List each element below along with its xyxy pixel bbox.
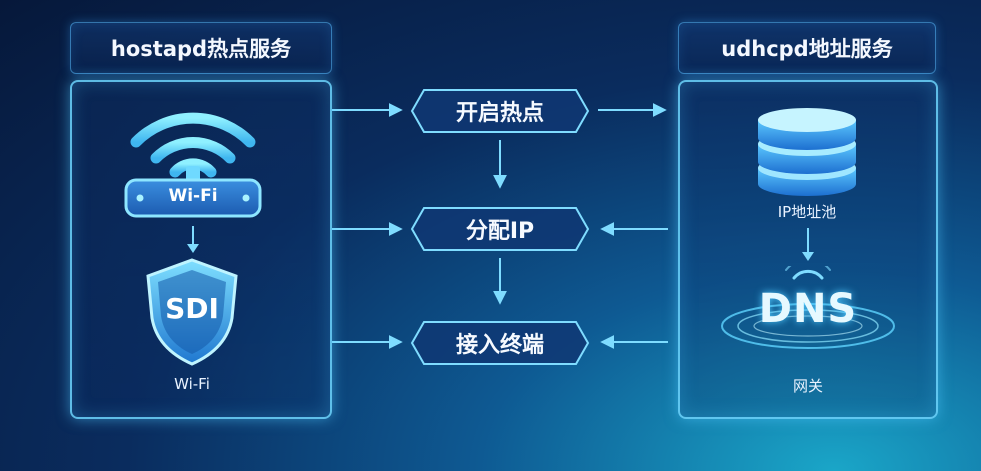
shield-label: SDI (165, 292, 219, 325)
dns-icon (721, 266, 895, 349)
step-frame (410, 321, 590, 365)
udhcpd-caption: 网关 (792, 377, 823, 395)
wifi-router-icon (124, 112, 262, 218)
hostapd-panel (70, 80, 332, 419)
hostapd-caption: Wi-Fi (174, 375, 210, 393)
db-to-dns-arrow (802, 228, 814, 261)
dns-label: DNS (758, 286, 858, 332)
step-label: 开启热点 (455, 101, 544, 126)
database-caption: IP地址池 (777, 203, 837, 221)
hostapd-title-text: hostapd热点服务 (110, 37, 292, 61)
router-badge-label: Wi-Fi (168, 186, 218, 206)
shield-icon (146, 258, 238, 366)
step-assign-ip: 分配IP (410, 206, 590, 252)
udhcpd-title-text: udhcpd地址服务 (721, 37, 893, 61)
step-label: 接入终端 (455, 333, 544, 358)
hostapd-panel-title: hostapd热点服务 (70, 22, 332, 74)
step-frame (410, 89, 590, 133)
step-start-hotspot: 开启热点 (410, 88, 590, 134)
step-connect-terminal: 接入终端 (410, 320, 590, 366)
step-label: 分配IP (465, 219, 535, 244)
udhcpd-panel-title: udhcpd地址服务 (678, 22, 936, 74)
step-frame (410, 207, 590, 251)
router-to-shield-arrow (187, 226, 199, 253)
database-icon (758, 108, 856, 196)
